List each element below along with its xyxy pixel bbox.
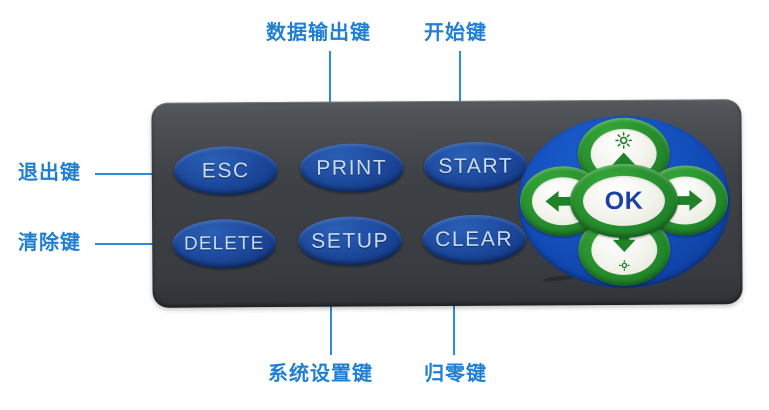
key-setup[interactable]: SETUP bbox=[298, 216, 403, 266]
callout-label-print: 数据输出键 bbox=[266, 20, 371, 44]
leader-line-delete bbox=[95, 243, 192, 245]
callout-label-esc: 退出键 bbox=[18, 160, 81, 184]
callout-label-start: 开始键 bbox=[424, 20, 487, 44]
nav-button-right[interactable] bbox=[641, 165, 729, 236]
down-arrow-icon bbox=[610, 225, 638, 253]
callout-label-clear: 归零键 bbox=[424, 361, 487, 385]
brightness-down-icon bbox=[618, 260, 630, 271]
key-print[interactable]: PRINT bbox=[299, 143, 404, 193]
nav-button-left[interactable] bbox=[519, 166, 607, 237]
key-esc[interactable]: ESC bbox=[173, 146, 278, 196]
callout-label-delete: 清除键 bbox=[18, 230, 81, 254]
key-esc-label: ESC bbox=[201, 158, 250, 182]
nav-button-ok[interactable]: OK bbox=[569, 163, 679, 239]
nav-button-down-face bbox=[591, 224, 658, 276]
brightness-up-icon bbox=[615, 131, 633, 149]
key-clear[interactable]: CLEAR bbox=[422, 214, 527, 265]
key-delete-label: DELETE bbox=[183, 232, 265, 255]
callout-label-setup: 系统设置键 bbox=[268, 361, 373, 385]
left-arrow-icon bbox=[543, 187, 583, 215]
nav-button-left-face bbox=[531, 177, 595, 226]
nav-button-ok-label: OK bbox=[604, 186, 644, 215]
nav-button-down[interactable] bbox=[578, 213, 671, 287]
nav-button-ok-face: OK bbox=[582, 175, 666, 227]
key-start[interactable]: START bbox=[423, 141, 528, 192]
key-delete[interactable]: DELETE bbox=[172, 219, 277, 269]
keypad-panel: ESC PRINT START DELETE SETUP CLEAR bbox=[151, 99, 743, 308]
key-print-label: PRINT bbox=[316, 155, 388, 180]
key-start-label: START bbox=[438, 154, 514, 178]
key-setup-label: SETUP bbox=[311, 228, 390, 253]
navigation-pad: OK bbox=[517, 115, 731, 289]
right-arrow-icon bbox=[665, 186, 705, 214]
key-clear-label: CLEAR bbox=[435, 227, 514, 251]
nav-button-right-face bbox=[653, 176, 717, 225]
